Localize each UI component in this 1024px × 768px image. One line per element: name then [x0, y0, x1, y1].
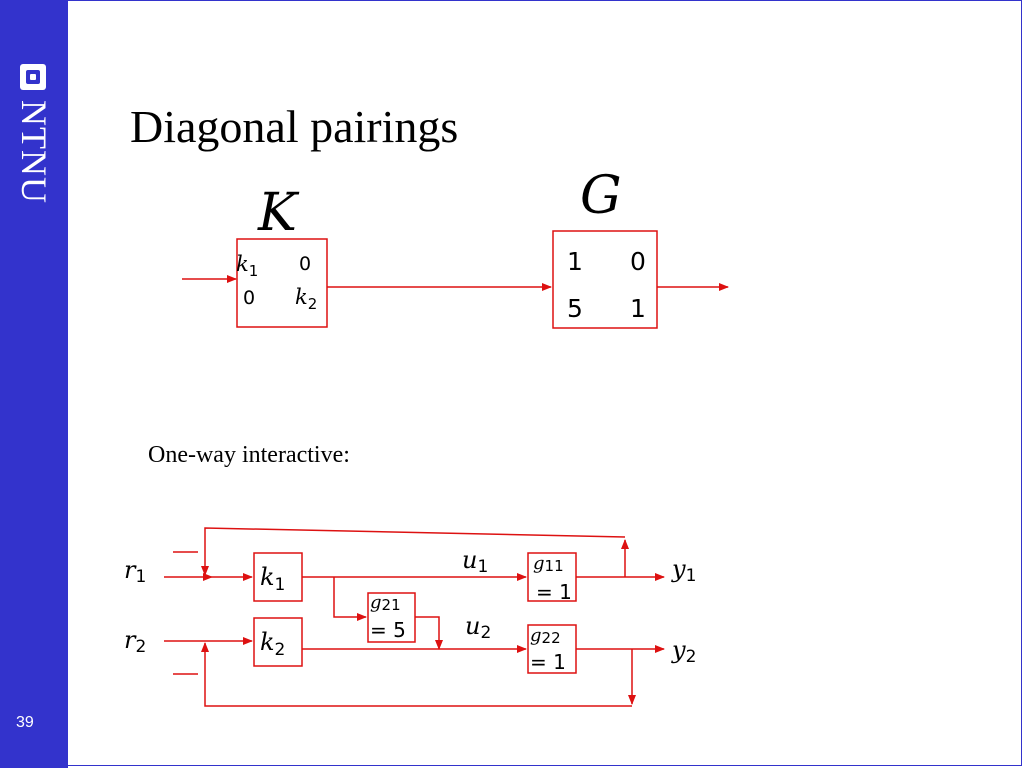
slide-frame — [68, 0, 1022, 766]
r2-label: r2 — [124, 626, 146, 657]
logo-text: NTNU — [14, 100, 54, 204]
g21-value: = 5 — [370, 618, 406, 642]
caption: One-way interactive: — [148, 442, 350, 468]
G-block — [552, 230, 658, 329]
u1-branch-arrow — [333, 577, 367, 621]
K-cell-k1: k1 — [236, 252, 258, 280]
G-label: G — [580, 166, 622, 226]
k2-label: k2 — [260, 628, 285, 660]
feedback-1-arrow — [201, 527, 626, 576]
g22-value: = 1 — [530, 650, 566, 674]
k2-block — [253, 617, 303, 667]
K-block — [236, 238, 328, 328]
feedback-2-arrow — [201, 642, 632, 707]
g11-value: = 1 — [536, 580, 572, 604]
K-cell-21: 0 — [243, 287, 255, 309]
r1-label: r1 — [124, 556, 146, 587]
G-cell-12: 0 — [630, 247, 646, 276]
slide-title: Diagonal pairings — [130, 101, 459, 152]
G-cell-21: 5 — [567, 294, 583, 323]
page-number: 39 — [16, 714, 34, 731]
G-cell-11: 1 — [567, 247, 583, 276]
sidebar: NTNU 39 — [0, 0, 68, 768]
g11-top: g11 — [533, 553, 564, 575]
ntnu-logo-icon — [20, 64, 46, 90]
K-cell-k2: k2 — [295, 285, 317, 313]
y1-label: y1 — [671, 555, 696, 586]
G-cell-22: 1 — [630, 294, 646, 323]
g22-top: g22 — [530, 625, 561, 647]
u1-label: u1 — [462, 546, 488, 577]
g21-top: g21 — [370, 592, 401, 614]
u2-label: u2 — [465, 612, 491, 643]
g21-out-arrow — [415, 616, 443, 650]
K-label: K — [257, 183, 300, 243]
k1-label: k1 — [260, 563, 285, 595]
K-cell-12: 0 — [299, 253, 311, 275]
y2-label: y2 — [671, 636, 696, 667]
